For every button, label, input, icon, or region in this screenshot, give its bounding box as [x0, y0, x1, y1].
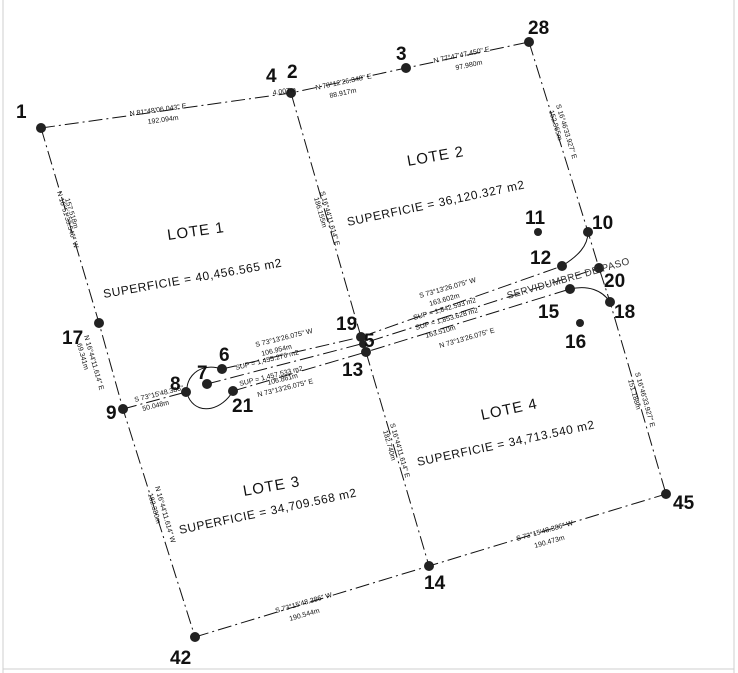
vertex-label-28: 28 — [528, 18, 549, 39]
vertex-label-10: 10 — [592, 213, 613, 234]
vertex-5-marker — [359, 340, 367, 348]
vertex-28-marker — [524, 37, 534, 47]
lot-1-area: SUPERFICIE = 40,456.565 m2 — [102, 256, 283, 301]
vertex-labels: 1 2 3 4 5 6 7 8 9 10 11 12 13 14 15 16 1… — [16, 18, 695, 669]
vertex-15-marker — [565, 284, 575, 294]
vertex-label-8: 8 — [170, 374, 181, 395]
vertex-label-18: 18 — [614, 302, 635, 323]
measure-2-3-distance: 88.917m — [329, 87, 357, 100]
lot-2-area: SUPERFICIE = 36,120.327 m2 — [346, 178, 526, 229]
vertex-label-2: 2 — [287, 62, 298, 83]
measure-1-4-distance: 192.094m — [147, 115, 179, 126]
vertex-label-7: 7 — [197, 363, 208, 384]
vertex-21-marker — [228, 386, 238, 396]
vertex-label-11: 11 — [525, 208, 546, 229]
vertex-label-17: 17 — [62, 328, 83, 349]
lot-4-label-group: LOTE 4 — [479, 395, 539, 424]
line-9-8 — [122, 391, 187, 410]
vertex-markers — [36, 37, 671, 642]
vertex-19-marker — [356, 332, 366, 342]
vertex-label-1: 1 — [16, 102, 27, 123]
lot-2-area-group: SUPERFICIE = 36,120.327 m2 — [346, 178, 526, 229]
vertex-3-marker — [401, 63, 411, 73]
lot-2-name: LOTE 2 — [406, 143, 466, 170]
lot-3-name: LOTE 3 — [242, 473, 302, 500]
lot-1-label-group: LOTE 1 — [166, 219, 225, 244]
lot-1-2-division-line — [290, 92, 362, 338]
measure-3-28-distance: 97.980m — [455, 59, 483, 72]
easement-centerline — [206, 267, 600, 385]
vertex-label-4: 4 — [266, 66, 277, 87]
vertex-label-13: 13 — [342, 360, 363, 381]
measure-4-2-distance: 4.007m — [272, 87, 296, 97]
west-boundary-line — [40, 127, 196, 638]
vertex-10-marker — [583, 227, 593, 237]
vertex-label-14: 14 — [424, 573, 446, 594]
vertex-label-5: 5 — [364, 331, 375, 352]
lot-1-area-group: SUPERFICIE = 40,456.565 m2 — [102, 256, 283, 301]
vertex-label-21: 21 — [232, 396, 254, 417]
measure-9-8-distance: 50.048m — [142, 400, 170, 413]
vertex-2-marker — [286, 88, 296, 98]
lot-3-label-group: LOTE 3 — [242, 473, 302, 500]
lot-4-area: SUPERFICIE = 34,713.540 m2 — [416, 418, 596, 469]
vertex-20-marker — [594, 263, 604, 273]
vertex-17-marker — [94, 318, 104, 328]
measure-1-4-bearing: N 81°48'06.043" E — [129, 102, 187, 118]
vertex-label-15: 15 — [538, 302, 560, 323]
vertex-6-marker — [217, 364, 227, 374]
vertex-label-16: 16 — [565, 332, 586, 353]
vertex-label-12: 12 — [530, 248, 551, 269]
vertex-1-marker — [36, 123, 46, 133]
north-boundary-line — [40, 41, 530, 129]
vertex-label-19: 19 — [336, 314, 357, 335]
vertex-label-45: 45 — [673, 493, 695, 514]
lot-4-name: LOTE 4 — [479, 395, 539, 424]
vertex-8-marker — [181, 387, 191, 397]
vertex-13-marker — [361, 347, 371, 357]
east-boundary-line — [528, 41, 667, 495]
vertex-42-marker — [190, 632, 200, 642]
lot-4-area-group: SUPERFICIE = 34,713.540 m2 — [416, 418, 596, 469]
vertex-label-20: 20 — [604, 271, 625, 292]
vertex-label-3: 3 — [396, 44, 407, 65]
west-cul-de-sac-curve — [186, 366, 234, 410]
lot-3-4-division-line — [365, 351, 430, 567]
vertex-7-marker — [202, 379, 212, 389]
lot-1-name: LOTE 1 — [166, 219, 225, 244]
vertex-18-marker — [605, 297, 615, 307]
vertex-12-marker — [557, 261, 567, 271]
vertex-16-marker — [576, 319, 584, 327]
vertex-45-marker — [661, 489, 671, 499]
vertex-11-marker — [534, 228, 542, 236]
vertex-14-marker — [424, 561, 434, 571]
vertex-label-42: 42 — [170, 648, 191, 669]
lot-2-label-group: LOTE 2 — [406, 143, 466, 170]
vertex-9-marker — [118, 404, 128, 414]
curve-12-10 — [561, 231, 589, 267]
vertex-label-6: 6 — [219, 345, 230, 366]
vertex-label-9: 9 — [106, 403, 117, 424]
